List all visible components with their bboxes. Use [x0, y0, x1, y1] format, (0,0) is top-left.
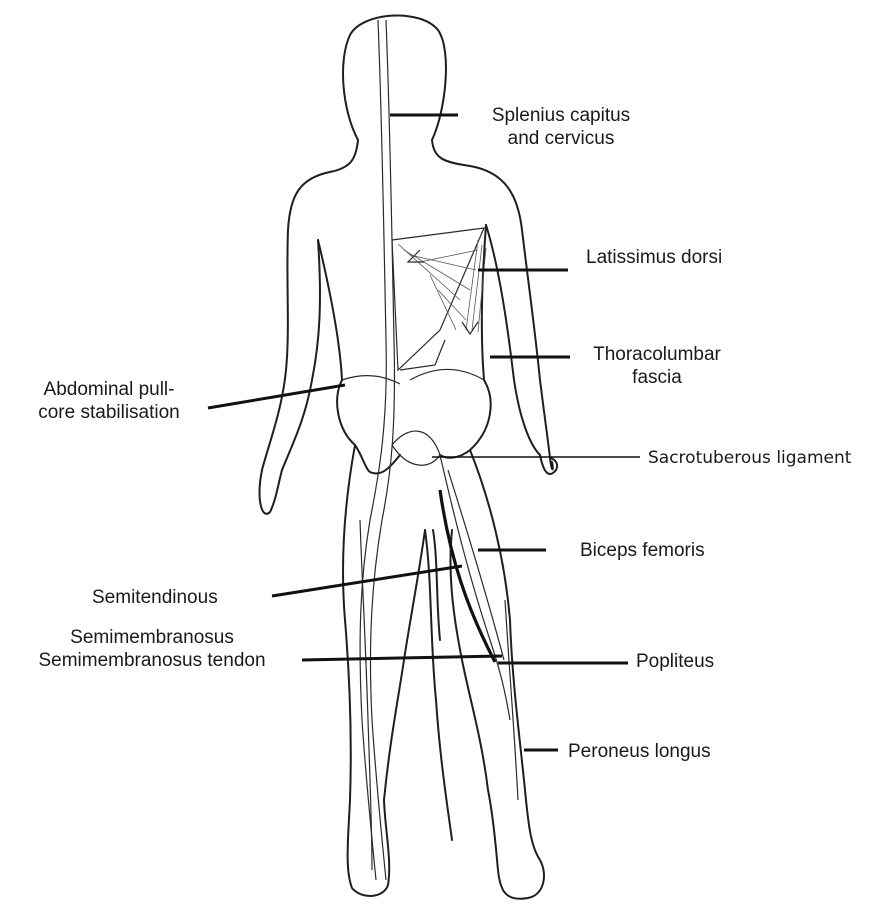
label-biceps: Biceps femoris	[580, 539, 705, 562]
label-splenius-line2: and cervicus	[466, 127, 656, 150]
label-thoracolumbar-line1: Thoracolumbar	[582, 343, 732, 366]
label-semimembranosus: Semimembranosus Semimembranosus tendon	[6, 626, 298, 672]
label-popliteus: Popliteus	[636, 650, 714, 673]
label-splenius: Splenius capitus and cervicus	[466, 104, 656, 150]
label-abdominal: Abdominal pull- core stabilisation	[14, 378, 204, 424]
label-splenius-line1: Splenius capitus	[466, 104, 656, 127]
label-thoracolumbar: Thoracolumbar fascia	[582, 343, 732, 389]
label-semitendinous: Semitendinous	[92, 586, 218, 609]
label-latissimus: Latissimus dorsi	[586, 246, 722, 269]
leader-abdominal	[208, 385, 345, 408]
label-abdominal-line1: Abdominal pull-	[14, 378, 204, 401]
label-semimembranosus-line1: Semimembranosus	[6, 626, 298, 649]
label-semimembranosus-line2: Semimembranosus tendon	[6, 649, 298, 672]
label-peroneus: Peroneus longus	[568, 740, 711, 763]
leader-semimembranosus	[302, 656, 502, 660]
label-thoracolumbar-line2: fascia	[582, 366, 732, 389]
label-abdominal-line2: core stabilisation	[14, 401, 204, 424]
leader-semitendinous	[272, 566, 462, 596]
latissimus-region	[392, 228, 486, 370]
label-sacrotuberous: Sacrotuberous ligament	[648, 447, 851, 470]
